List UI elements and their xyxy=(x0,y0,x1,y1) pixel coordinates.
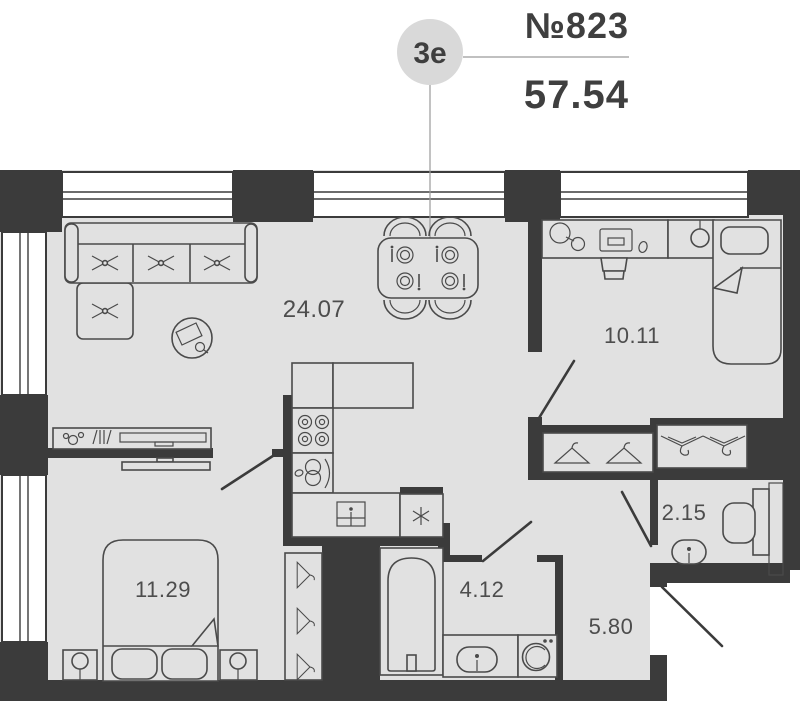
window-left-2 xyxy=(1,474,47,643)
place-setting-icon xyxy=(441,272,466,291)
door-leaf-entrance xyxy=(660,585,724,648)
mouse-icon xyxy=(638,240,648,254)
plan-type-badge xyxy=(397,19,463,85)
kitchen-sink xyxy=(291,452,334,494)
wc-sink xyxy=(671,539,707,565)
fridge xyxy=(399,487,444,538)
room-area-living-kitchen: 24.07 xyxy=(283,296,346,323)
dining-chair xyxy=(428,216,472,237)
sofa xyxy=(64,222,258,340)
cushion-mark-icon xyxy=(91,303,119,319)
cushion-mark-icon xyxy=(91,255,119,271)
snowflake-icon xyxy=(412,507,430,525)
cushion-mark-icon xyxy=(147,255,175,271)
door-leaf-wc xyxy=(620,490,653,548)
pillow xyxy=(161,648,208,680)
place-setting-icon xyxy=(390,245,414,264)
bedroom-top xyxy=(541,219,782,365)
nightstand xyxy=(219,649,258,681)
blanket-fold xyxy=(190,617,219,647)
bedroom-left xyxy=(62,539,323,682)
lamp-icon xyxy=(71,652,89,670)
room-area-hallway: 5.80 xyxy=(589,614,634,639)
hanger-icon xyxy=(296,561,315,589)
dining-set xyxy=(377,216,479,320)
kitchen xyxy=(291,362,444,538)
dining-chair xyxy=(383,216,427,237)
header: 3е №823 57.54 xyxy=(397,5,629,246)
closet-hangers-top xyxy=(656,424,748,469)
dining-chair xyxy=(383,299,427,320)
closet-hangers-front xyxy=(542,432,654,473)
desk-chair xyxy=(600,257,628,280)
coffee-table xyxy=(171,317,213,359)
kitchen-counter xyxy=(291,492,401,538)
window-top-1 xyxy=(61,171,234,218)
room-area-bathroom: 4.12 xyxy=(460,577,505,602)
blanket-fold xyxy=(712,266,744,294)
place-setting-icon xyxy=(435,245,459,264)
bathtub xyxy=(379,547,444,676)
hanger-icon xyxy=(296,653,315,681)
pillow xyxy=(111,648,158,680)
tv-sideboard xyxy=(52,427,212,471)
hanger-icon xyxy=(660,435,704,456)
plan-type-label: 3е xyxy=(413,37,446,70)
dining-chair xyxy=(428,299,472,320)
window-top-3 xyxy=(559,171,749,218)
toilet xyxy=(722,488,770,556)
door-leaf-bedroom-left xyxy=(220,450,281,491)
double-bed xyxy=(102,539,219,682)
kitchen-counter xyxy=(291,362,334,409)
wc xyxy=(671,482,784,576)
room-area-wc: 2.15 xyxy=(662,500,707,525)
dishwasher xyxy=(336,501,366,527)
kitchen-counter xyxy=(332,362,414,409)
door-leaf-bedroom-top xyxy=(537,359,576,420)
stove xyxy=(291,407,334,454)
bathroom xyxy=(379,547,558,678)
hanger-icon xyxy=(553,442,591,464)
washing-machine xyxy=(517,634,558,678)
room-area-bedroom-left: 11.29 xyxy=(135,577,191,602)
room-labels: 24.07 10.11 11.29 4.12 5.80 2.15 xyxy=(135,296,706,639)
single-bed xyxy=(712,219,782,365)
window-left-1 xyxy=(1,231,47,396)
dining-table xyxy=(377,237,479,299)
door-leaf-bathroom xyxy=(481,520,533,563)
room-area-bedroom-top: 10.11 xyxy=(604,323,660,348)
windows xyxy=(1,171,749,643)
apartment-number: №823 xyxy=(525,5,629,46)
tv xyxy=(121,461,211,471)
lamp-icon xyxy=(229,652,247,670)
lamp-icon xyxy=(690,228,710,248)
wardrobe xyxy=(284,552,323,681)
door-swings xyxy=(220,359,724,648)
hanger-icon xyxy=(296,607,315,635)
window-top-2 xyxy=(312,171,506,218)
hanger-icon xyxy=(605,442,643,464)
hanger-icon xyxy=(702,435,746,456)
nightstand xyxy=(667,219,715,259)
desk xyxy=(541,219,669,259)
total-area: 57.54 xyxy=(524,73,629,117)
place-setting-icon xyxy=(396,272,421,291)
bathroom-sink xyxy=(442,634,519,678)
nightstand xyxy=(62,649,98,681)
laptop-icon xyxy=(599,228,633,252)
pillow xyxy=(720,226,769,255)
faucet-icon xyxy=(406,654,417,672)
cushion-mark-icon xyxy=(203,255,231,271)
